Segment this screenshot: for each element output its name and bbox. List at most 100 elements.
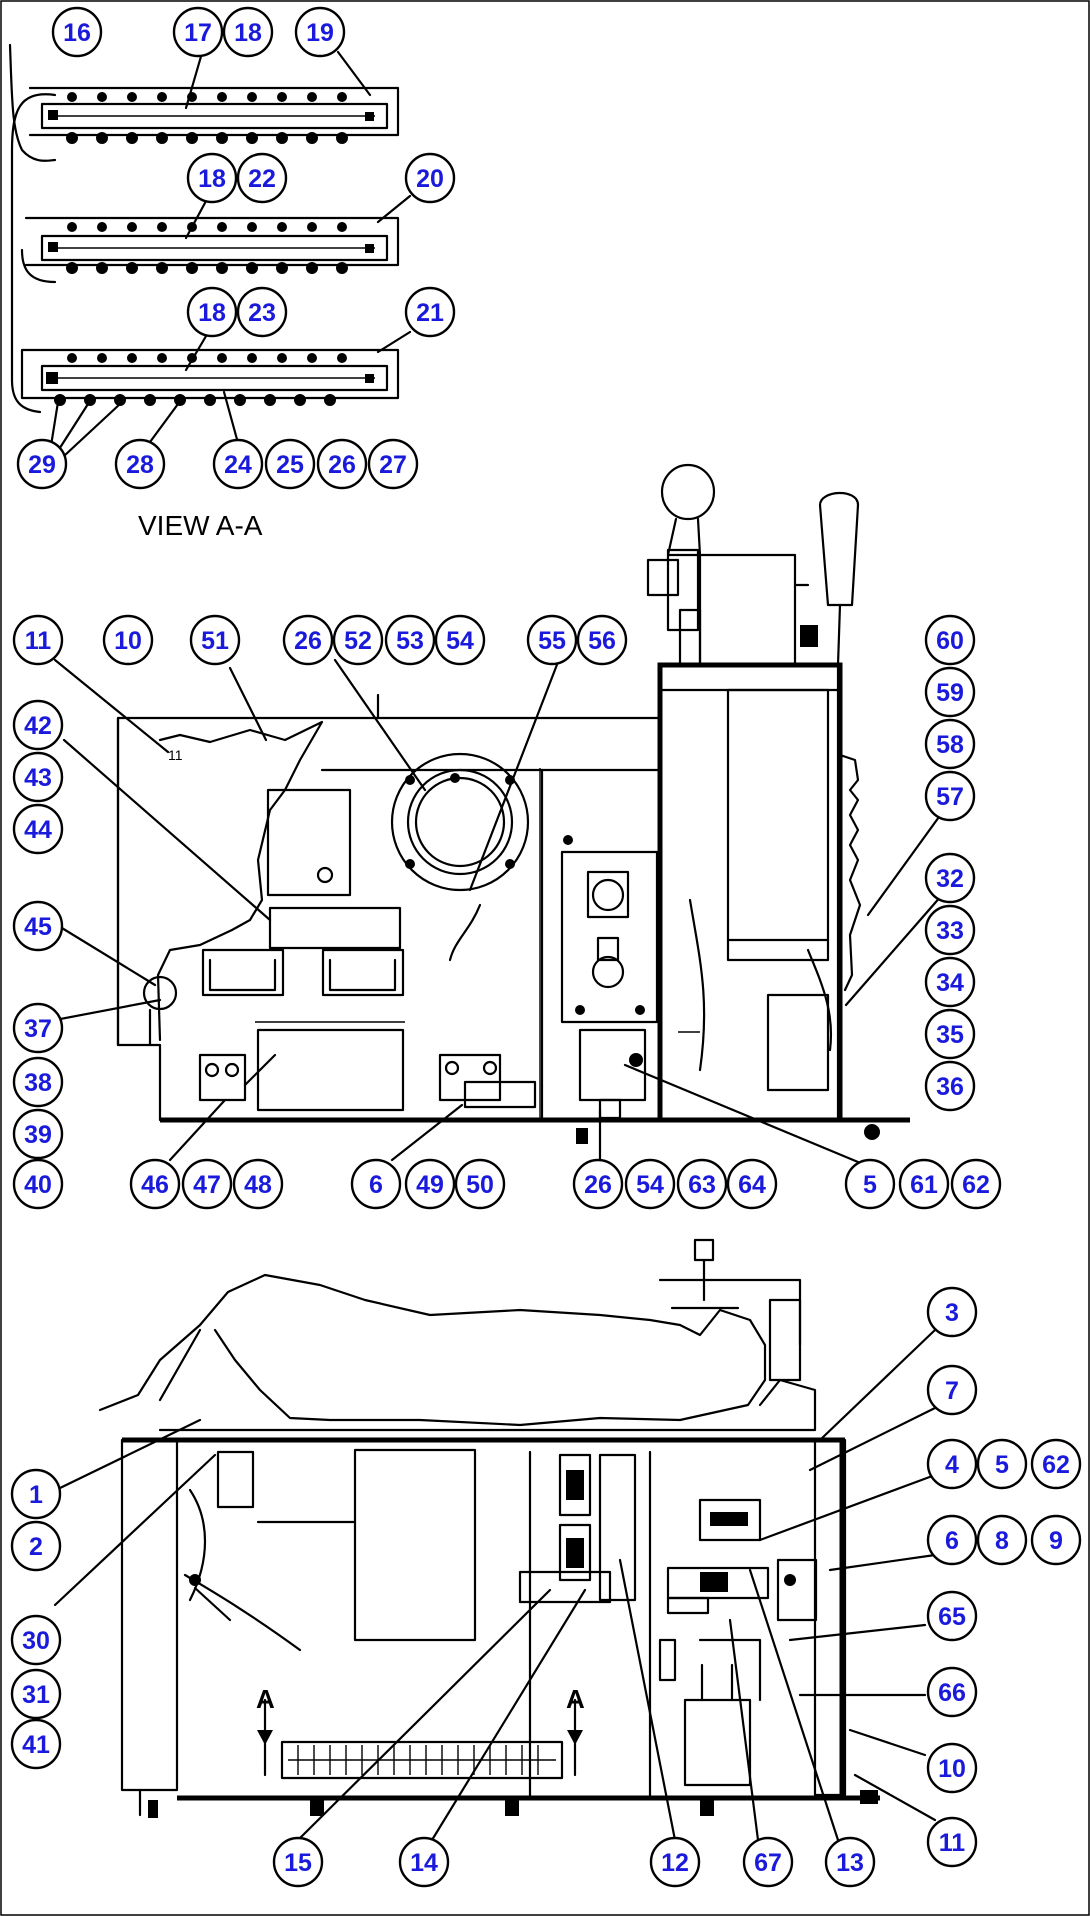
callout-62: 62	[950, 1158, 1002, 1210]
callout-17: 17	[172, 6, 224, 58]
svg-text:58: 58	[936, 731, 964, 759]
callout-19: 19	[294, 6, 346, 58]
section-marker-left: A	[256, 1684, 275, 1777]
front-view: A A	[53, 1238, 937, 1842]
callout-4: 4	[926, 1438, 978, 1490]
callout-66: 66	[926, 1666, 978, 1718]
svg-text:23: 23	[248, 299, 276, 327]
callout-11: 11	[12, 614, 64, 666]
svg-text:11: 11	[25, 627, 52, 655]
callout-40: 40	[12, 1158, 64, 1210]
svg-text:40: 40	[24, 1171, 52, 1199]
callout-2: 2	[10, 1520, 62, 1572]
callout-56: 56	[576, 614, 628, 666]
callout-55: 55	[526, 614, 578, 666]
svg-text:9: 9	[1049, 1527, 1063, 1555]
svg-text:48: 48	[244, 1171, 272, 1199]
svg-text:49: 49	[416, 1171, 444, 1199]
svg-text:18: 18	[198, 165, 226, 193]
callout-22: 22	[236, 152, 288, 204]
svg-text:27: 27	[379, 451, 407, 479]
svg-text:53: 53	[396, 627, 424, 655]
terminal-stack	[518, 1453, 637, 1604]
svg-text:39: 39	[24, 1121, 52, 1149]
callout-43: 43	[12, 751, 64, 803]
callout-8: 8	[976, 1514, 1028, 1566]
svg-text:21: 21	[416, 299, 444, 327]
callout-10: 10	[102, 614, 154, 666]
callout-35: 35	[924, 1008, 976, 1060]
callout-38: 38	[12, 1056, 64, 1108]
view-title: VIEW A-A	[138, 510, 263, 541]
svg-text:47: 47	[193, 1171, 221, 1199]
callout-27: 27	[367, 438, 419, 490]
callout-14: 14	[398, 1836, 450, 1888]
callout-10: 10	[926, 1742, 978, 1794]
callouts: 16 17 18 19 18 22 20 18 23 21 29 28 24 2…	[10, 6, 1082, 1888]
callout-26: 26	[316, 438, 368, 490]
svg-text:50: 50	[466, 1171, 494, 1199]
callout-6: 6	[350, 1158, 402, 1210]
svg-text:35: 35	[936, 1021, 964, 1049]
callout-59: 59	[924, 666, 976, 718]
svg-text:51: 51	[201, 627, 229, 655]
svg-text:45: 45	[24, 913, 52, 941]
callout-57: 57	[924, 770, 976, 822]
gauge-assembly	[390, 752, 530, 892]
svg-text:10: 10	[114, 627, 142, 655]
svg-text:10: 10	[938, 1755, 966, 1783]
callout-7: 7	[926, 1364, 978, 1416]
svg-text:26: 26	[328, 451, 356, 479]
svg-text:54: 54	[446, 627, 474, 655]
callout-61: 61	[898, 1158, 950, 1210]
callout-9: 9	[1030, 1514, 1082, 1566]
svg-text:20: 20	[416, 165, 444, 193]
callout-46: 46	[129, 1158, 181, 1210]
bottom-terminal-strip	[280, 1740, 564, 1780]
svg-text:15: 15	[284, 1849, 312, 1877]
view-bracket	[10, 93, 57, 414]
svg-text:A: A	[566, 1684, 585, 1714]
svg-text:1: 1	[29, 1481, 43, 1509]
svg-text:36: 36	[936, 1073, 964, 1101]
callout-36: 36	[924, 1060, 976, 1112]
leader-16-curve	[8, 43, 57, 162]
callout-18: 18	[186, 286, 238, 338]
callout-12: 12	[649, 1836, 701, 1888]
callout-62: 62	[1030, 1438, 1082, 1490]
callout-54: 54	[624, 1158, 676, 1210]
callout-39: 39	[12, 1108, 64, 1160]
svg-text:12: 12	[661, 1849, 689, 1877]
terminal-strip-2	[20, 216, 400, 284]
callout-34: 34	[924, 956, 976, 1008]
callout-26: 26	[572, 1158, 624, 1210]
lever-assembly	[800, 491, 860, 1122]
svg-text:31: 31	[22, 1681, 50, 1709]
svg-text:62: 62	[962, 1171, 990, 1199]
svg-text:7: 7	[945, 1377, 959, 1405]
svg-text:6: 6	[369, 1171, 383, 1199]
svg-text:26: 26	[584, 1171, 612, 1199]
side-view: 11	[53, 463, 946, 1164]
svg-text:14: 14	[410, 1849, 438, 1877]
torn-cover-edge	[156, 720, 324, 1042]
svg-text:3: 3	[945, 1299, 959, 1327]
callout-42: 42	[12, 699, 64, 751]
front-view-leaders	[53, 1328, 937, 1842]
callout-37: 37	[12, 1002, 64, 1054]
callout-63: 63	[676, 1158, 728, 1210]
svg-text:13: 13	[836, 1849, 864, 1877]
view-a-a-leaders	[48, 50, 412, 458]
svg-text:57: 57	[936, 783, 964, 811]
callout-31: 31	[10, 1668, 62, 1720]
callout-21: 21	[404, 286, 456, 338]
callout-26: 26	[282, 614, 334, 666]
side-view-leaders	[53, 658, 946, 1164]
svg-text:43: 43	[24, 764, 52, 792]
svg-text:25: 25	[276, 451, 304, 479]
callout-51: 51	[189, 614, 241, 666]
callout-18: 18	[222, 6, 274, 58]
callout-32: 32	[924, 852, 976, 904]
